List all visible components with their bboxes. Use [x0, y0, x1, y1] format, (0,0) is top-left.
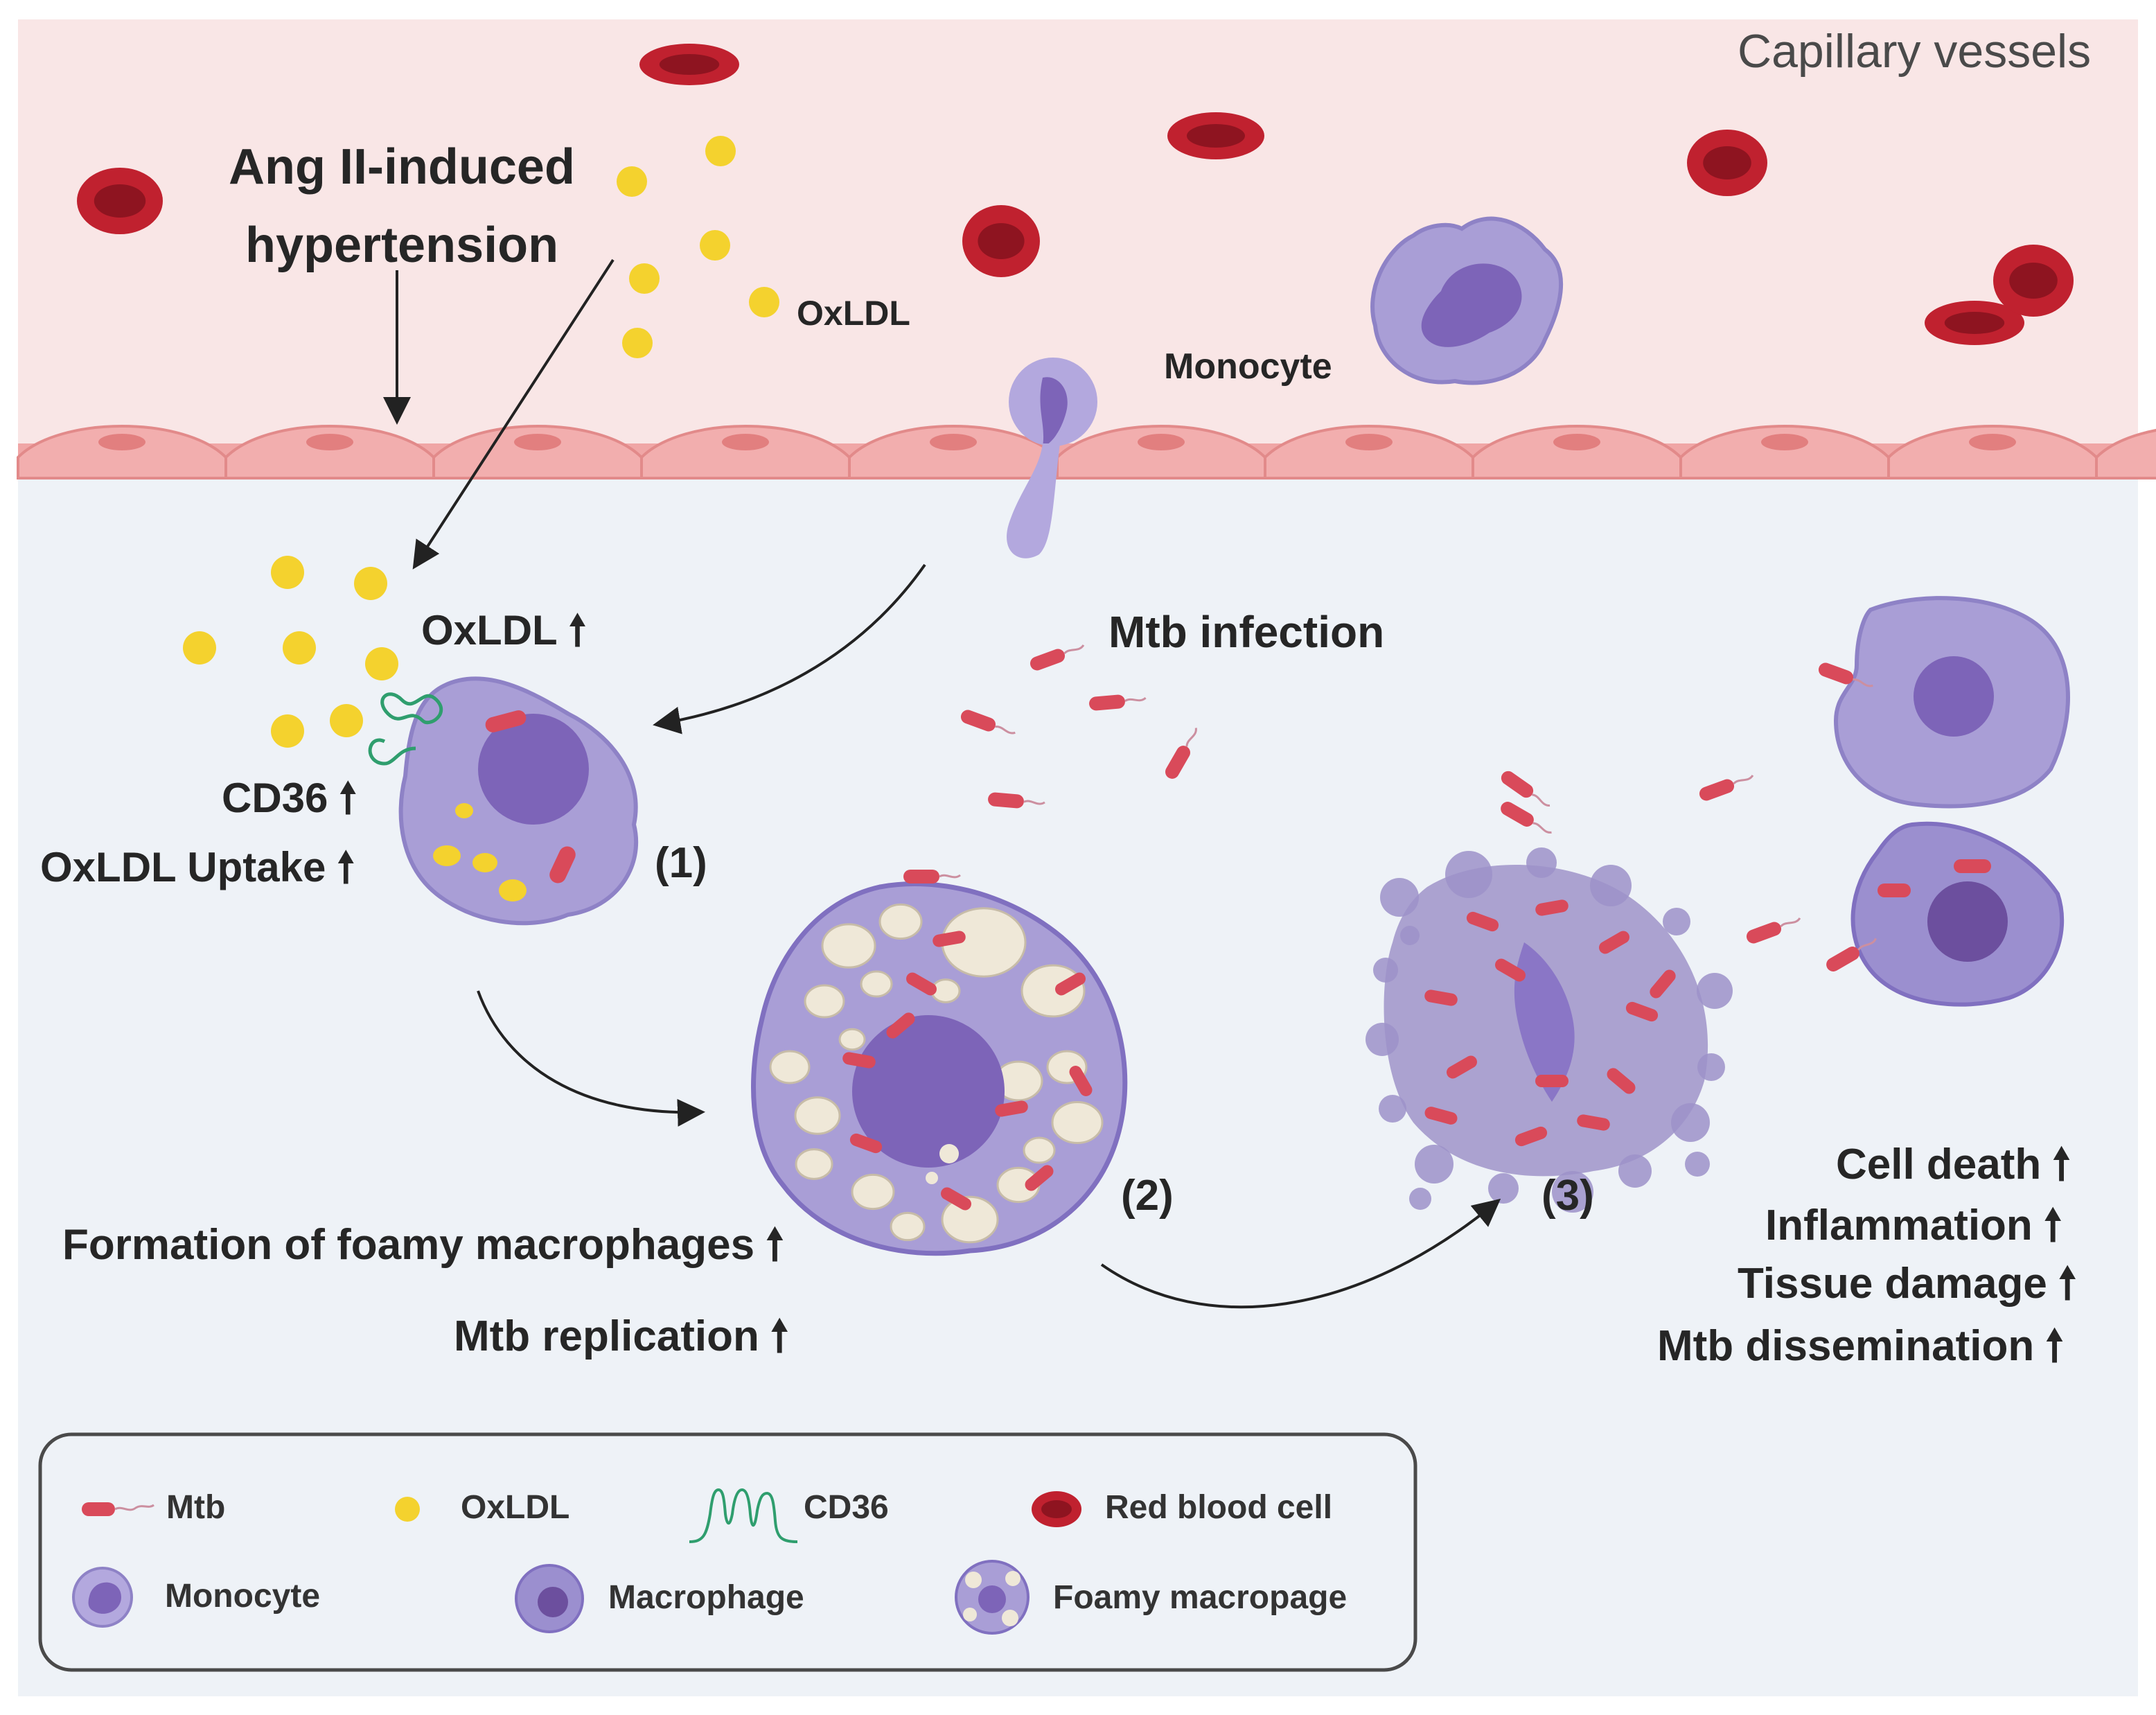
up-arrow-icon: 🠕 [339, 775, 357, 821]
necrotic-cell-3-icon [1366, 847, 1733, 1213]
legend-monocyte-label: Monocyte [165, 1578, 321, 1615]
up-arrow-icon: 🠕 [2052, 1141, 2071, 1188]
oxldl-particles-tissue [183, 556, 398, 748]
inflammation-text: Inflammation [1765, 1202, 2033, 1249]
mtb-infection-label: Mtb infection [1108, 607, 1385, 657]
up-arrow-icon: 🠕 [337, 844, 355, 890]
legend-cd36-icon [689, 1488, 798, 1543]
mtb-dissemination-label: Mtb dissemination🠕 [1657, 1325, 2064, 1368]
up-arrow-icon: 🠕 [770, 1312, 789, 1360]
inflammation-label: Inflammation🠕 [1765, 1204, 2062, 1247]
foamy-formation-label: Formation of foamy macrophages🠕 [62, 1224, 784, 1267]
legend-box [38, 1432, 1417, 1672]
mtb-replication-label: Mtb replication🠕 [454, 1315, 789, 1358]
tissue-damage-label: Tissue damage🠕 [1738, 1263, 2076, 1305]
arrow-1-to-2 [477, 990, 705, 1127]
transmigrating-monocyte-icon [1007, 358, 1097, 559]
up-arrow-icon: 🠕 [2045, 1322, 2064, 1370]
ang-ii-line1: Ang II-induced [229, 139, 575, 195]
oxldl-up-label: OxLDL🠕 [421, 610, 586, 651]
up-arrow-icon: 🠕 [766, 1221, 784, 1269]
legend-cd36-label: CD36 [804, 1489, 889, 1526]
cell-death-label: Cell death🠕 [1836, 1143, 2071, 1186]
monocyte-blood-label: Monocyte [1164, 346, 1332, 387]
legend-mtb-icon [82, 1502, 154, 1516]
up-arrow-icon: 🠕 [2043, 1202, 2062, 1249]
legend-rbc-label: Red blood cell [1105, 1489, 1333, 1526]
mtb-replication-text: Mtb replication [454, 1312, 759, 1360]
foamy-macrophage-2-icon [751, 881, 1128, 1256]
stage-2-label: (2) [1121, 1172, 1174, 1220]
oxldl-particles-blood [617, 136, 779, 358]
arrow-oxldl-diag [412, 258, 615, 570]
oxldl-blood-label: OxLDL [797, 294, 910, 333]
oxldl-up-text: OxLDL [421, 607, 558, 653]
legend-macrophage-label: Macrophage [608, 1579, 804, 1616]
up-arrow-icon: 🠕 [568, 607, 587, 653]
macrophage-1-icon [368, 676, 639, 926]
capillary-vessels-label: Capillary vessels [1738, 25, 2092, 78]
arrow-monocyte-to-macrophage [653, 563, 926, 735]
legend-macrophage-icon [515, 1564, 584, 1633]
arrow-2-to-3 [1100, 1198, 1501, 1309]
ang-ii-line2: hypertension [245, 218, 559, 273]
legend-foamy-macrophage-icon [955, 1560, 1030, 1635]
oxldl-uptake-up-label: OxLDL Uptake🠕 [40, 847, 355, 888]
macrophage-right-top-icon [1833, 596, 2070, 809]
mtb-bacteria-free [903, 644, 1877, 971]
legend-oxldl-icon [395, 1497, 420, 1522]
cell-death-text: Cell death [1836, 1141, 2042, 1188]
legend-mtb-label: Mtb [166, 1489, 226, 1526]
stage-3-label: (3) [1541, 1172, 1594, 1220]
stage-1-label: (1) [655, 839, 707, 887]
cd36-up-label: CD36🠕 [222, 777, 357, 819]
tissue-damage-text: Tissue damage [1738, 1260, 2047, 1308]
monocyte-blood-icon [1370, 216, 1563, 385]
up-arrow-icon: 🠕 [2058, 1260, 2077, 1308]
oxldl-uptake-text: OxLDL Uptake [40, 844, 326, 890]
legend-monocyte-icon [72, 1567, 133, 1628]
foamy-formation-text: Formation of foamy macrophages [62, 1221, 755, 1269]
cd36-up-text: CD36 [222, 775, 328, 821]
legend-red-blood-cell-icon [1032, 1491, 1081, 1527]
red-blood-cells [77, 44, 2074, 345]
macrophage-right-bottom-icon [1850, 821, 2065, 1007]
endothelium [17, 425, 2156, 480]
mtb-dissemination-text: Mtb dissemination [1657, 1322, 2035, 1370]
legend-oxldl-label: OxLDL [461, 1489, 570, 1526]
legend-foamy-label: Foamy macropage [1053, 1579, 1348, 1616]
